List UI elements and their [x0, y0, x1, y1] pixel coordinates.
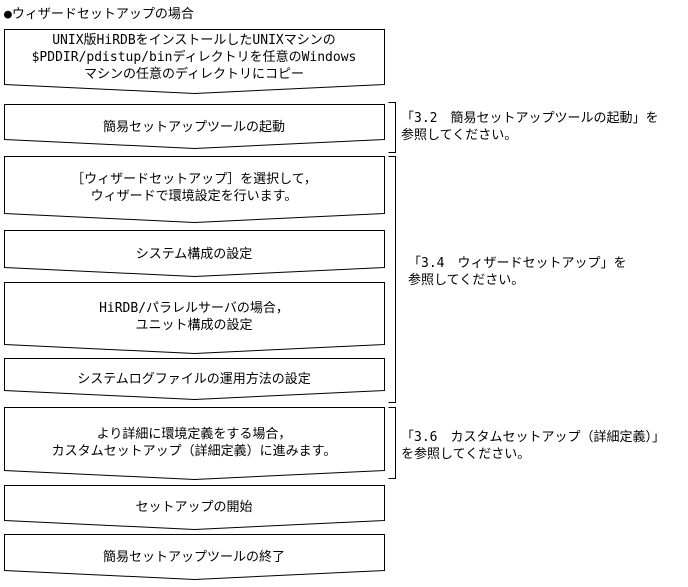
note-section-3-6: 「3.6 カスタムセットアップ（詳細定義）」 を参照してください。 [401, 430, 665, 462]
flow-arrow-shape-5 [4, 282, 385, 355]
step-exit-tool: 簡易セットアップツールの終了 [102, 549, 285, 565]
step-syslog-config: システムログファイルの運用方法の設定 [77, 371, 311, 387]
step-start-tool: 簡易セットアップツールの起動 [102, 119, 285, 135]
step-custom-setup: より詳細に環境定義をする場合， カスタムセットアップ（詳細定義）に進みます。 [51, 427, 337, 459]
flow-arrow-shape-1 [4, 29, 385, 95]
note-section-3-4: 「3.4 ウィザードセットアップ」を 参照してください。 [408, 256, 627, 288]
note-section-3-2: 「3.2 簡易セットアップツールの起動」を 参照してください。 [401, 111, 659, 143]
note-bracket-3 [388, 407, 396, 479]
diagram-heading: ●ウィザードセットアップの場合 [4, 7, 194, 22]
step-copy-files: UNIX版HiRDBをインストールしたUNIXマシンの $PDDIR/pdist… [31, 32, 357, 82]
flow-arrow-shape-2 [4, 104, 385, 150]
step-start-setup: セットアップの開始 [135, 499, 253, 515]
flow-arrow-shape-4 [4, 230, 385, 278]
flow-arrow-shape-3 [4, 156, 385, 224]
flow-arrow-shape-7 [4, 407, 385, 481]
flow-arrow-shape-6 [4, 358, 385, 401]
flow-arrow-shape-8 [4, 485, 385, 531]
step-system-config: システム構成の設定 [135, 246, 253, 262]
step-unit-config: HiRDB/パラレルサーバの場合， ユニット構成の設定 [99, 301, 289, 333]
note-bracket-1 [388, 102, 396, 153]
flow-arrow-shape-9 [4, 534, 385, 581]
step-select-wizard: ［ウィザードセットアップ］を選択して， ウィザードで環境設定を行います。 [71, 172, 317, 204]
note-bracket-2 [388, 156, 396, 403]
